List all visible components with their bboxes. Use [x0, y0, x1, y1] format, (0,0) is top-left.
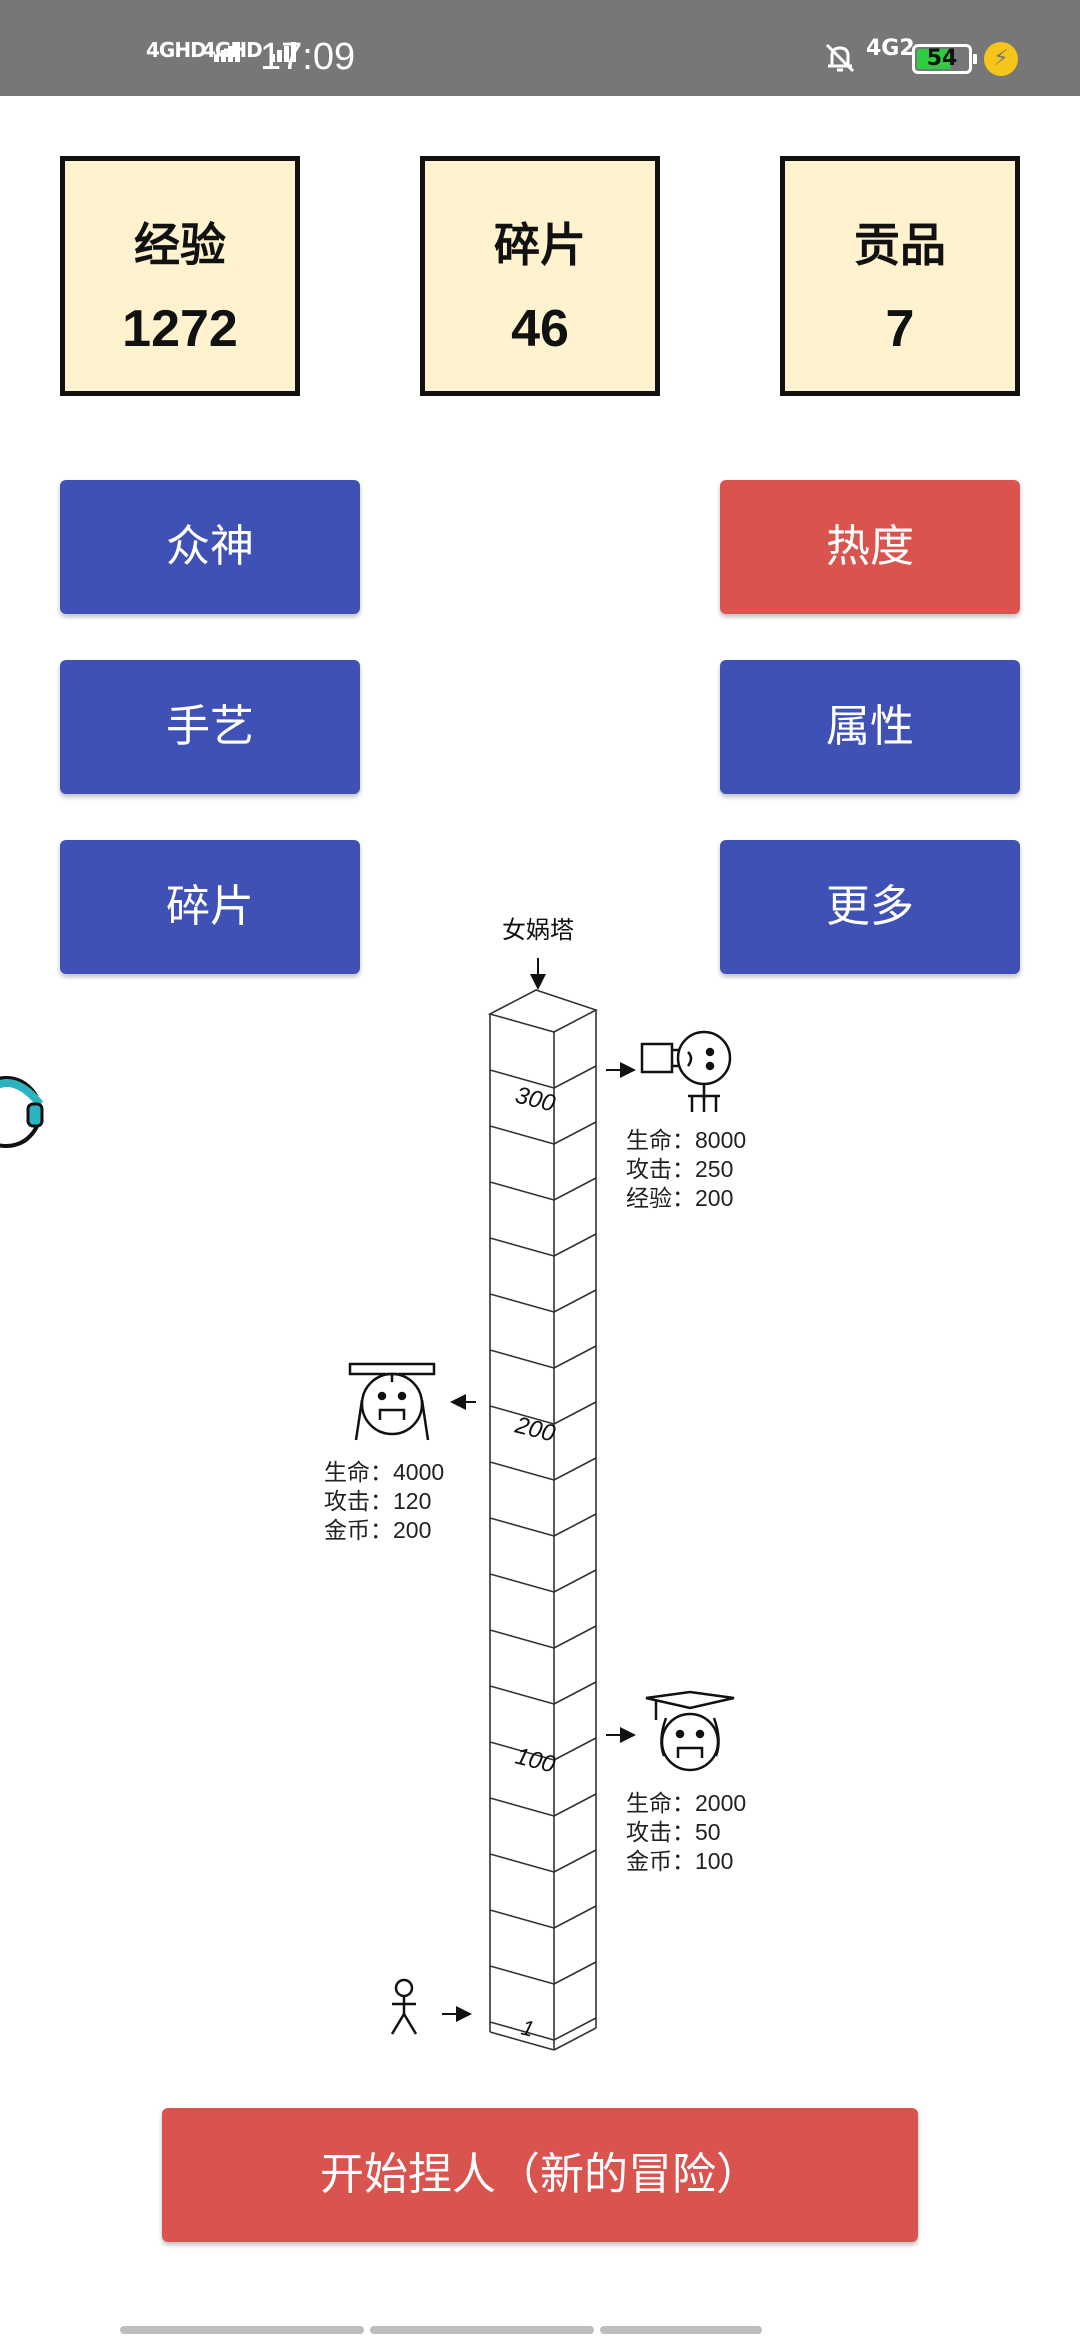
boss-100-hp: 生命：2000 — [626, 1790, 746, 1816]
stat-label: 经验 — [134, 218, 226, 272]
boss-200-attack: 攻击：120 — [324, 1488, 431, 1514]
floor-label-100: 100 — [513, 1743, 559, 1779]
stat-box-fragments: 碎片 46 — [420, 156, 660, 396]
boss-200-icon — [348, 1362, 436, 1441]
signal-sim2-icon: 4GHD — [202, 38, 298, 62]
stat-label: 碎片 — [494, 218, 586, 272]
floating-assistant-icon[interactable] — [0, 1064, 50, 1160]
clock: 17:09 — [260, 36, 356, 78]
signal-sim1-icon: 4GHD — [146, 38, 242, 62]
boss-100-attack: 攻击：50 — [626, 1819, 721, 1845]
boss-100-icon — [645, 1690, 735, 1772]
stat-value: 1272 — [122, 300, 238, 358]
battery-icon: 54 — [912, 44, 977, 74]
boss-100-gold: 金币：100 — [626, 1848, 733, 1874]
stat-box-experience: 经验 1272 — [60, 156, 300, 396]
gesture-navigation-bar — [120, 2326, 960, 2334]
attributes-button[interactable]: 属性 — [720, 660, 1020, 794]
boss-200-hp: 生命：4000 — [324, 1459, 444, 1485]
stat-value: 46 — [511, 300, 569, 358]
boss-300-attack: 攻击：250 — [626, 1156, 733, 1182]
boss-300-exp: 经验：200 — [626, 1185, 733, 1211]
craft-button[interactable]: 手艺 — [60, 660, 360, 794]
gods-button[interactable]: 众神 — [60, 480, 360, 614]
more-button[interactable]: 更多 — [720, 840, 1020, 974]
floor-label-1: 1 — [519, 2015, 537, 2042]
boss-300-hp: 生命：8000 — [626, 1127, 746, 1153]
stat-box-tribute: 贡品 7 — [780, 156, 1020, 396]
stat-label: 贡品 — [854, 218, 946, 272]
battery-level: 54 — [926, 46, 958, 71]
tower-title: 女娲塔 — [502, 916, 574, 944]
mute-bell-icon — [825, 43, 855, 73]
network-label: 4G2 — [866, 36, 915, 61]
fragments-button[interactable]: 碎片 — [60, 840, 360, 974]
floor-label-200: 200 — [512, 1411, 559, 1447]
start-adventure-button[interactable]: 开始捏人（新的冒险） — [162, 2108, 918, 2242]
sim2-label: 4GHD — [202, 38, 263, 62]
sim1-label: 4GHD — [146, 38, 207, 62]
tower-column — [487, 989, 599, 2051]
boss-300-icon — [640, 1030, 732, 1112]
status-bar: 4GHD 4GHD 17:09 4G2 54 ⚡ — [0, 0, 1080, 96]
nuwa-tower-diagram: 女娲塔 300 200 100 1 生命：8000 攻击：250 经验：200 … — [324, 916, 746, 2051]
charging-icon: ⚡ — [984, 42, 1018, 76]
stat-value: 7 — [885, 300, 915, 358]
boss-200-gold: 金币：200 — [324, 1517, 431, 1543]
heat-button[interactable]: 热度 — [720, 480, 1020, 614]
player-stick-figure-icon — [390, 1978, 418, 2035]
